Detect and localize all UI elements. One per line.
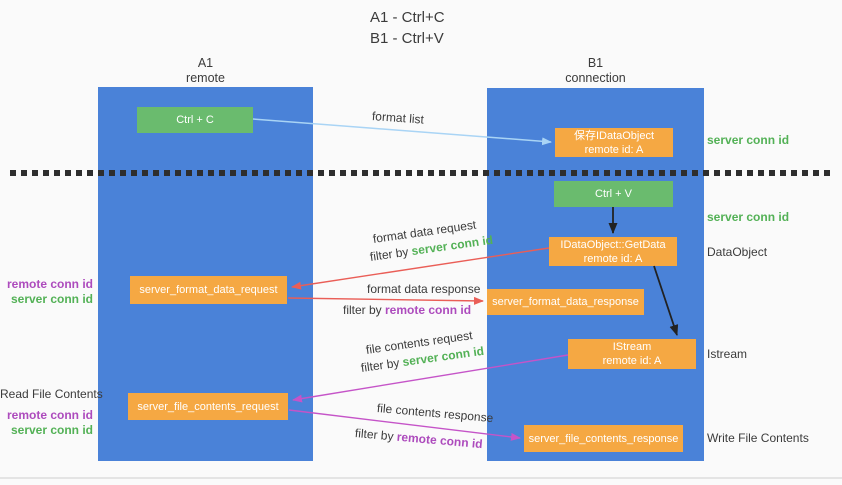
server-conn-id-label: server conn id (10, 292, 93, 306)
right-server-conn-id-ctrlv: server conn id (707, 210, 790, 224)
filter-by-text: filter by (360, 355, 404, 375)
title-line-1: A1 - Ctrl+C (370, 9, 445, 26)
remote-conn-id-label: remote conn id (6, 408, 93, 422)
node-idataobject-getdata: IDataObject::GetData remote id: A (549, 237, 677, 266)
remote-conn-id-text: remote conn id (385, 303, 472, 317)
right-server-conn-id-save: server conn id (707, 133, 790, 147)
lane-b1-name: B1 (587, 56, 604, 70)
left-file-conn-ids: remote conn id server conn id (0, 408, 93, 438)
bottom-divider (0, 477, 842, 479)
dataobject-label: DataObject (707, 245, 768, 259)
node-save-idataobject-line1: 保存IDataObject (573, 129, 655, 142)
lane-a1-name: A1 (197, 56, 214, 70)
remote-conn-id-text: remote conn id (396, 429, 484, 452)
node-ctrl-v-label: Ctrl + V (595, 188, 632, 200)
node-server-file-contents-request: server_file_contents_request (128, 393, 288, 420)
format-data-response-filter-label: filter by remote conn id (343, 303, 471, 317)
format-data-response-arrow (287, 296, 484, 305)
node-istream: IStream remote id: A (568, 339, 696, 369)
server-conn-id-label: server conn id (10, 423, 93, 437)
node-ctrl-v: Ctrl + V (554, 181, 673, 207)
istream-label: Istream (707, 347, 748, 361)
lane-header-b1: B1 connection (487, 56, 704, 86)
node-getdata-line1: IDataObject::GetData (560, 238, 666, 251)
remote-conn-id-label: remote conn id (6, 277, 93, 291)
node-server-file-contents-response: server_file_contents_response (524, 425, 683, 452)
filter-by-text: filter by (343, 303, 386, 317)
read-file-contents-label: Read File Contents (0, 387, 103, 401)
title-line-2: B1 - Ctrl+V (370, 30, 444, 47)
write-file-contents-label: Write File Contents (707, 431, 809, 445)
lane-b1-subtitle: connection (565, 71, 626, 85)
node-server-format-data-request: server_format_data_request (130, 276, 287, 304)
format-data-response-label: format data response (367, 282, 481, 296)
node-server-format-data-response: server_format_data_response (487, 289, 644, 315)
node-file-response-label: server_file_contents_response (528, 432, 679, 445)
file-contents-response-label: file contents response (376, 401, 494, 426)
node-ctrl-c: Ctrl + C (137, 107, 253, 133)
diagram-title: A1 - Ctrl+C B1 - Ctrl+V (370, 7, 445, 49)
node-istream-line2: remote id: A (602, 355, 662, 367)
node-getdata-line2: remote id: A (583, 252, 643, 265)
lane-header-a1: A1 remote (98, 56, 313, 86)
node-save-idataobject-line2: remote id: A (584, 143, 644, 156)
filter-by-text: filter by (369, 244, 413, 264)
node-file-request-label: server_file_contents_request (137, 400, 279, 413)
node-save-idataobject: 保存IDataObject remote id: A (555, 128, 673, 157)
left-format-conn-ids: remote conn id server conn id (0, 277, 93, 307)
node-format-response-label: server_format_data_response (492, 296, 639, 308)
node-format-request-label: server_format_data_request (139, 284, 278, 296)
lane-a1-subtitle: remote (186, 71, 225, 85)
file-contents-response-filter-label: filter by remote conn id (354, 426, 483, 451)
format-list-label: format list (371, 109, 425, 127)
filter-by-text: filter by (354, 426, 398, 444)
dotted-separator (10, 170, 830, 176)
node-ctrl-c-label: Ctrl + C (176, 114, 214, 126)
node-istream-line1: IStream (612, 341, 652, 353)
